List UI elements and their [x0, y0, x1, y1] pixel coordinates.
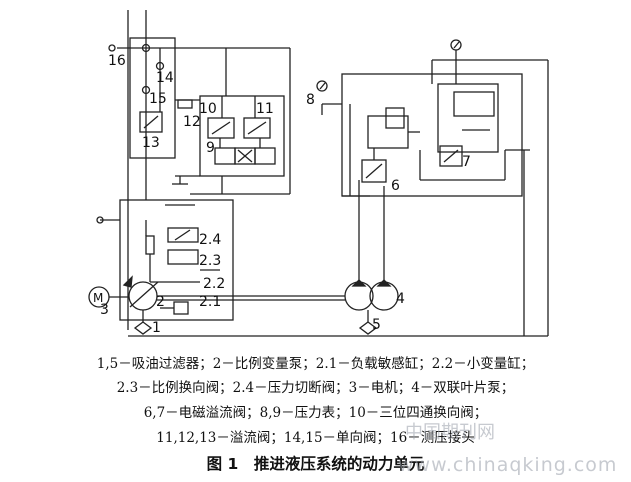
motor-symbol-label: M	[93, 291, 103, 305]
caption-line-4: 11,12,13－溢流阀；14,15－单向阀；16－测压接头	[156, 430, 475, 446]
label-6: 6	[391, 178, 400, 194]
relief-valve-13	[139, 111, 163, 133]
pressure-gauge-8	[316, 80, 328, 92]
relief-valve-7	[439, 145, 463, 167]
valve-block-9-10-11	[199, 95, 285, 177]
suction-filter-1	[133, 321, 153, 335]
directional-valve-10-right	[254, 147, 276, 165]
label-2-3: 2.3	[199, 253, 221, 269]
label-15: 15	[149, 91, 167, 107]
watermark-cn: 中国期刊网	[405, 422, 495, 443]
label-4: 4	[396, 291, 405, 307]
label-1: 1	[152, 320, 161, 336]
label-11: 11	[256, 101, 274, 117]
caption-line-2: 2.3－比例换向阀；2.4－压力切断阀；3－电机；4－双联叶片泵；	[116, 380, 515, 396]
caption-line-1: 1,5－吸油过滤器；2－比例变量泵；2.1－负载敏感缸；2.2－小变量缸；	[96, 356, 535, 372]
label-2-2: 2.2	[203, 276, 225, 292]
label-2-4: 2.4	[199, 232, 221, 248]
suction-filter-5	[358, 321, 378, 335]
cylinder-2-2	[145, 235, 155, 255]
label-14: 14	[156, 70, 174, 86]
pressure-cutoff-valve-2-4	[167, 227, 199, 243]
variable-pump-block	[119, 199, 234, 321]
label-9: 9	[206, 140, 215, 156]
relief-valve-11	[243, 117, 271, 139]
watermark-url: www.chinaqking.com	[398, 454, 618, 476]
directional-valve-10-left	[214, 147, 236, 165]
cylinder-2-1	[173, 301, 189, 315]
solenoid-valve-7	[437, 83, 499, 153]
label-12: 12	[183, 114, 201, 130]
solenoid-valve-6	[367, 115, 409, 149]
label-3: 3	[100, 302, 109, 318]
proportional-valve-2-3	[167, 249, 199, 265]
relief-valve-block-6-7	[341, 73, 523, 197]
caption-line-3: 6,7－电磁溢流阀；8,9－压力表；10－三位四通换向阀；	[143, 405, 488, 421]
check-valve-block	[129, 37, 176, 159]
label-7: 7	[462, 154, 471, 170]
check-valve-14	[155, 61, 165, 71]
label-16: 16	[108, 53, 126, 69]
test-port-16	[108, 44, 116, 52]
pressure-gauge-9	[450, 39, 462, 51]
label-8: 8	[306, 92, 315, 108]
label-13: 13	[142, 135, 160, 151]
label-2: 2	[156, 294, 165, 310]
figure-title: 图 1 推进液压系统的动力单元	[206, 455, 425, 473]
label-5: 5	[372, 317, 381, 333]
label-10: 10	[199, 101, 217, 117]
label-2-1: 2.1	[199, 294, 221, 310]
check-valve-15	[141, 85, 151, 95]
relief-valve-10	[207, 117, 235, 139]
relief-valve-12	[177, 99, 193, 109]
